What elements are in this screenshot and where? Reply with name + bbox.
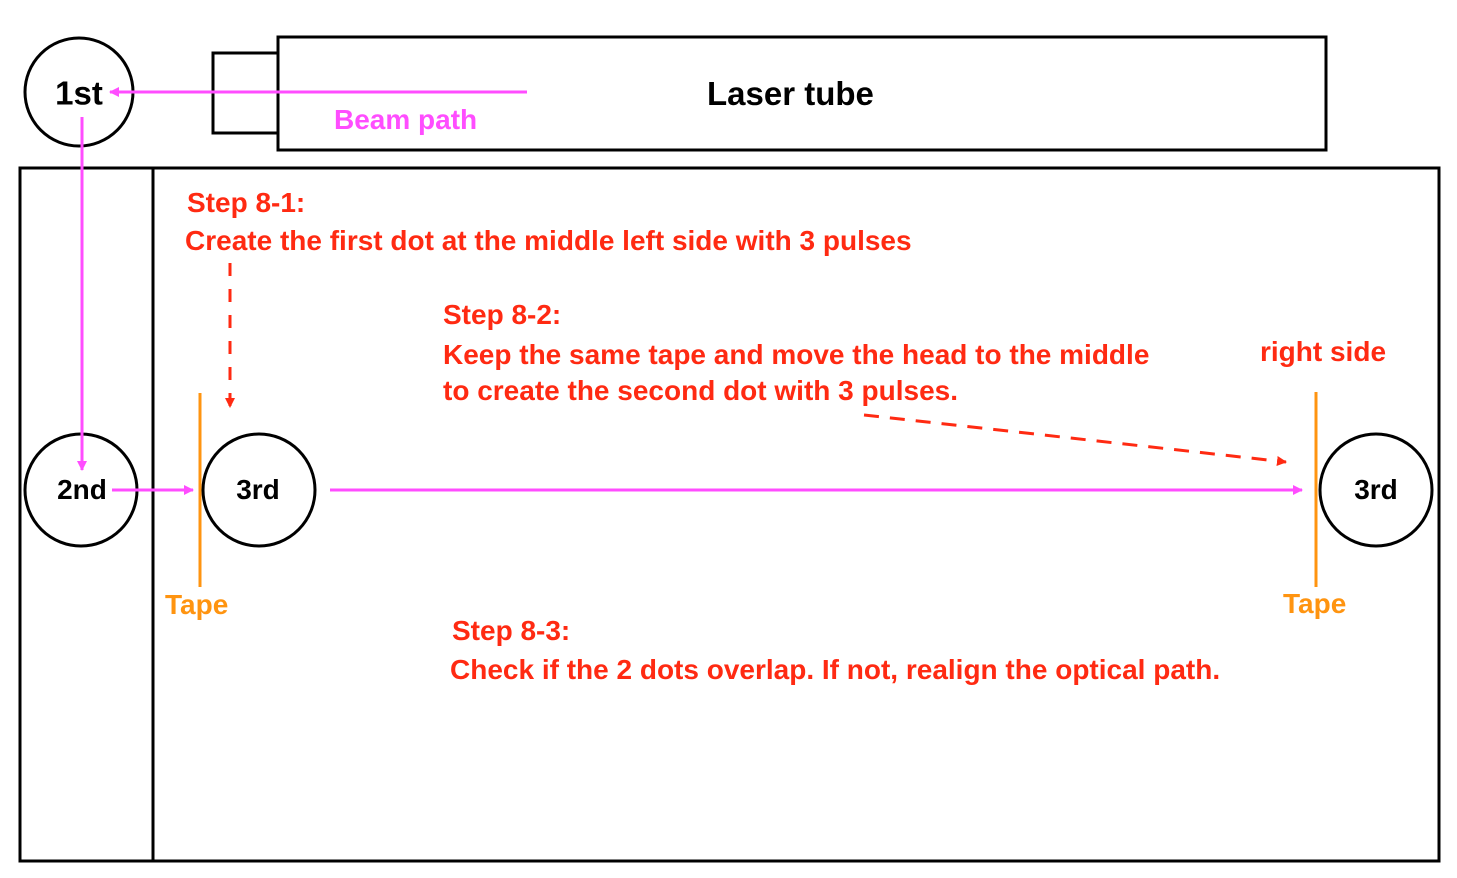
mirror-3rd-left-circle — [201, 432, 317, 548]
tape-right-label: Tape — [1283, 588, 1347, 619]
step-8-3-text: Check if the 2 dots overlap. If not, rea… — [450, 654, 1221, 685]
mirror-3rd-right-circle — [1318, 432, 1434, 548]
mirror-2nd-label: 2nd — [57, 474, 107, 505]
step-8-2-text-right-side: right side — [1260, 336, 1387, 367]
step-8-1-text: Create the first dot at the middle left … — [185, 225, 912, 256]
step-8-2-text-line2: to create the second dot with 3 pulses. — [443, 375, 958, 406]
step-8-2-text-line1: Keep the same tape and move the head to … — [443, 339, 1150, 370]
step-8-3-title: Step 8-3: — [452, 615, 571, 646]
tape-left-label: Tape — [165, 589, 229, 620]
laser-tube-label: Laser tube — [707, 75, 874, 112]
beam-path-label: Beam path — [334, 104, 478, 135]
step-8-1-title: Step 8-1: — [187, 187, 306, 218]
step-8-2-title: Step 8-2: — [443, 299, 562, 330]
machine-body — [18, 166, 1441, 863]
mirror-3rd-left-label: 3rd — [236, 474, 280, 505]
step2-dashed-arrow — [863, 413, 1287, 466]
mirror-3rd-right-label: 3rd — [1354, 474, 1398, 505]
mirror-1st-label: 1st — [55, 74, 103, 112]
